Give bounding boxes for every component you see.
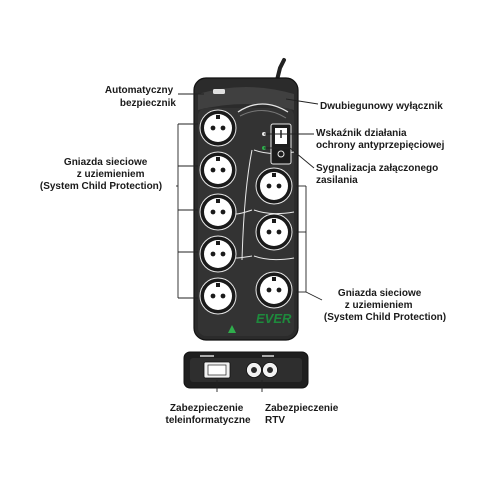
left-socket[interactable] (199, 151, 237, 189)
right-socket-column (255, 167, 293, 309)
coax-port-out-center (267, 367, 273, 373)
left-sockets-label: Gniazda sieciowe z uziemieniem (System C… (40, 157, 162, 192)
left-socket[interactable] (199, 235, 237, 273)
rtv-protection-label: Zabezpieczenie RTV (265, 403, 341, 426)
left-socket-column (199, 109, 237, 315)
left-socket[interactable] (199, 193, 237, 231)
coax-port-in-center (251, 367, 257, 373)
auto-fuse-label: Automatyczny bezpiecznik (105, 85, 177, 109)
top-ridge (237, 103, 289, 113)
bipolar-switch-label: Dwubiegunowy wyłącznik (320, 101, 443, 112)
leader-lines (176, 93, 323, 392)
telecom-protection-label: Zabezpieczenie teleinformatyczne (165, 403, 250, 426)
right-socket[interactable] (255, 213, 293, 251)
power-signal-label: Sygnalizacja załączonego zasilania (316, 163, 441, 186)
surge-indicator-label: Wskaźnik działania ochrony antyprzepięci… (316, 128, 445, 151)
auto-fuse-button[interactable] (213, 89, 225, 94)
ever-logo: EVER (256, 311, 292, 326)
power-led-mark (228, 325, 236, 333)
right-socket[interactable] (255, 271, 293, 309)
port-mark-line (200, 355, 214, 357)
right-socket[interactable] (255, 167, 293, 205)
port-mark-line-2 (262, 355, 274, 357)
left-socket[interactable] (199, 109, 237, 147)
bipolar-switch[interactable] (270, 123, 292, 165)
rj-port-inner (207, 364, 227, 376)
top-ridge-inner (239, 110, 287, 119)
left-socket[interactable] (199, 277, 237, 315)
right-sockets-label: Gniazda sieciowe z uziemieniem (System C… (324, 288, 446, 323)
